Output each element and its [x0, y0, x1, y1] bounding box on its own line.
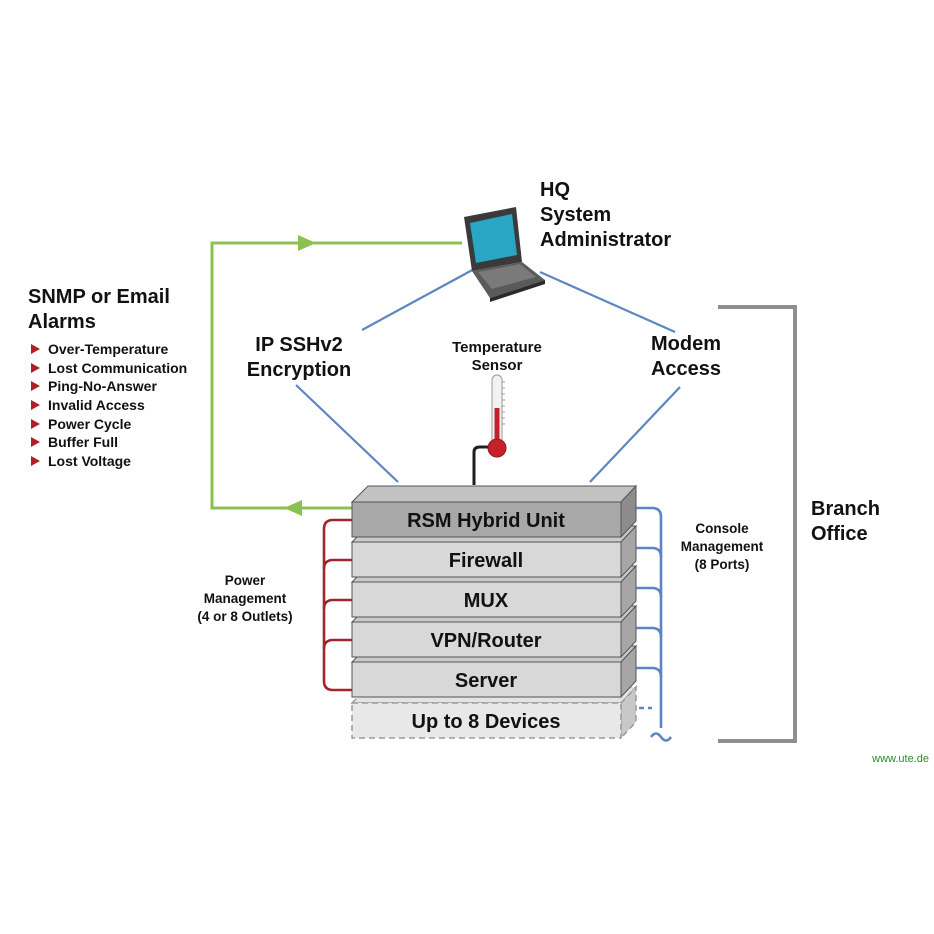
modem-access-line-2: Access [651, 358, 721, 380]
snmp-title-line-2: Alarms [28, 311, 96, 333]
hq-line-3: Administrator [540, 229, 671, 251]
branch-office-line-2: Office [811, 523, 868, 545]
branch-office-label: Branch Office [811, 498, 880, 545]
alarm-item-label: Invalid Access [48, 397, 145, 413]
temperature-sensor-line-1: Temperature [452, 339, 542, 356]
bullet-triangle-icon [31, 437, 40, 447]
power-management-label: Power Management (4 or 8 Outlets) [197, 573, 292, 624]
console-management-label: Console Management (8 Ports) [681, 521, 764, 572]
alarm-item: Ping-No-Answer [31, 378, 157, 394]
server-label: Server [455, 670, 517, 692]
console-management-line-1: Console [695, 521, 749, 536]
firewall-label: Firewall [449, 550, 523, 572]
modem-link [539, 270, 681, 483]
bullet-triangle-icon [31, 456, 40, 466]
power-management-line-2: Management [204, 591, 287, 606]
power-management-line-1: Power [225, 573, 266, 588]
snmp-title-line-1: SNMP or Email [28, 286, 170, 308]
alarm-item-label: Over-Temperature [48, 341, 169, 357]
arrow-left-icon [284, 500, 302, 516]
alarm-item-label: Ping-No-Answer [48, 378, 157, 394]
console-management-line-2: Management [681, 539, 764, 554]
mux-label: MUX [464, 590, 509, 612]
alarm-link [210, 235, 462, 516]
bullet-triangle-icon [31, 381, 40, 391]
alarm-item-label: Buffer Full [48, 434, 118, 450]
ssh-link [295, 267, 477, 483]
rsm-hybrid-unit-label: RSM Hybrid Unit [407, 510, 565, 532]
stack-unit-rsm-hybrid [350, 484, 638, 539]
console-management-line-3: (8 Ports) [695, 557, 750, 572]
hq-label: HQ System Administrator [540, 179, 671, 251]
snmp-alarms: SNMP or Email Alarms Over-Temperature Lo… [28, 286, 187, 469]
console-links [621, 506, 673, 742]
alarm-item: Over-Temperature [31, 341, 169, 357]
modem-access-line-1: Modem [651, 333, 721, 355]
alarm-item: Power Cycle [31, 416, 131, 432]
up-to-8-devices-label: Up to 8 Devices [412, 711, 561, 733]
bullet-triangle-icon [31, 344, 40, 354]
temperature-sensor-line-2: Sensor [472, 357, 523, 374]
power-management-line-3: (4 or 8 Outlets) [197, 609, 292, 624]
hq-line-2: System [540, 204, 611, 226]
bullet-triangle-icon [31, 363, 40, 373]
ip-sshv2-label: IP SSHv2 Encryption [247, 334, 351, 381]
branch-office-bracket [718, 305, 797, 743]
alarm-item: Buffer Full [31, 434, 118, 450]
branch-office-line-1: Branch [811, 498, 880, 520]
laptop-icon [464, 207, 545, 302]
alarm-item-label: Power Cycle [48, 416, 131, 432]
bullet-triangle-icon [31, 400, 40, 410]
power-links [322, 518, 352, 692]
watermark-link[interactable]: www.ute.de [871, 753, 929, 765]
alarm-item: Lost Voltage [31, 453, 131, 469]
alarm-list: Over-Temperature Lost Communication Ping… [31, 341, 187, 469]
ip-sshv2-line-1: IP SSHv2 [255, 334, 342, 356]
thermometer-icon [472, 374, 507, 485]
bullet-triangle-icon [31, 419, 40, 429]
hq-line-1: HQ [540, 179, 570, 201]
alarm-item-label: Lost Voltage [48, 453, 131, 469]
device-stack: RSM Hybrid Unit Firewall MUX VPN/Router … [350, 484, 638, 740]
alarm-item-label: Lost Communication [48, 360, 187, 376]
ip-sshv2-line-2: Encryption [247, 359, 351, 381]
temperature-sensor-label: Temperature Sensor [452, 339, 542, 374]
alarm-item: Invalid Access [31, 397, 145, 413]
modem-access-label: Modem Access [651, 333, 721, 380]
alarm-item: Lost Communication [31, 360, 187, 376]
arrow-right-icon [298, 235, 316, 251]
vpn-router-label: VPN/Router [430, 630, 541, 652]
stack-unit-vpn-router [350, 604, 638, 659]
